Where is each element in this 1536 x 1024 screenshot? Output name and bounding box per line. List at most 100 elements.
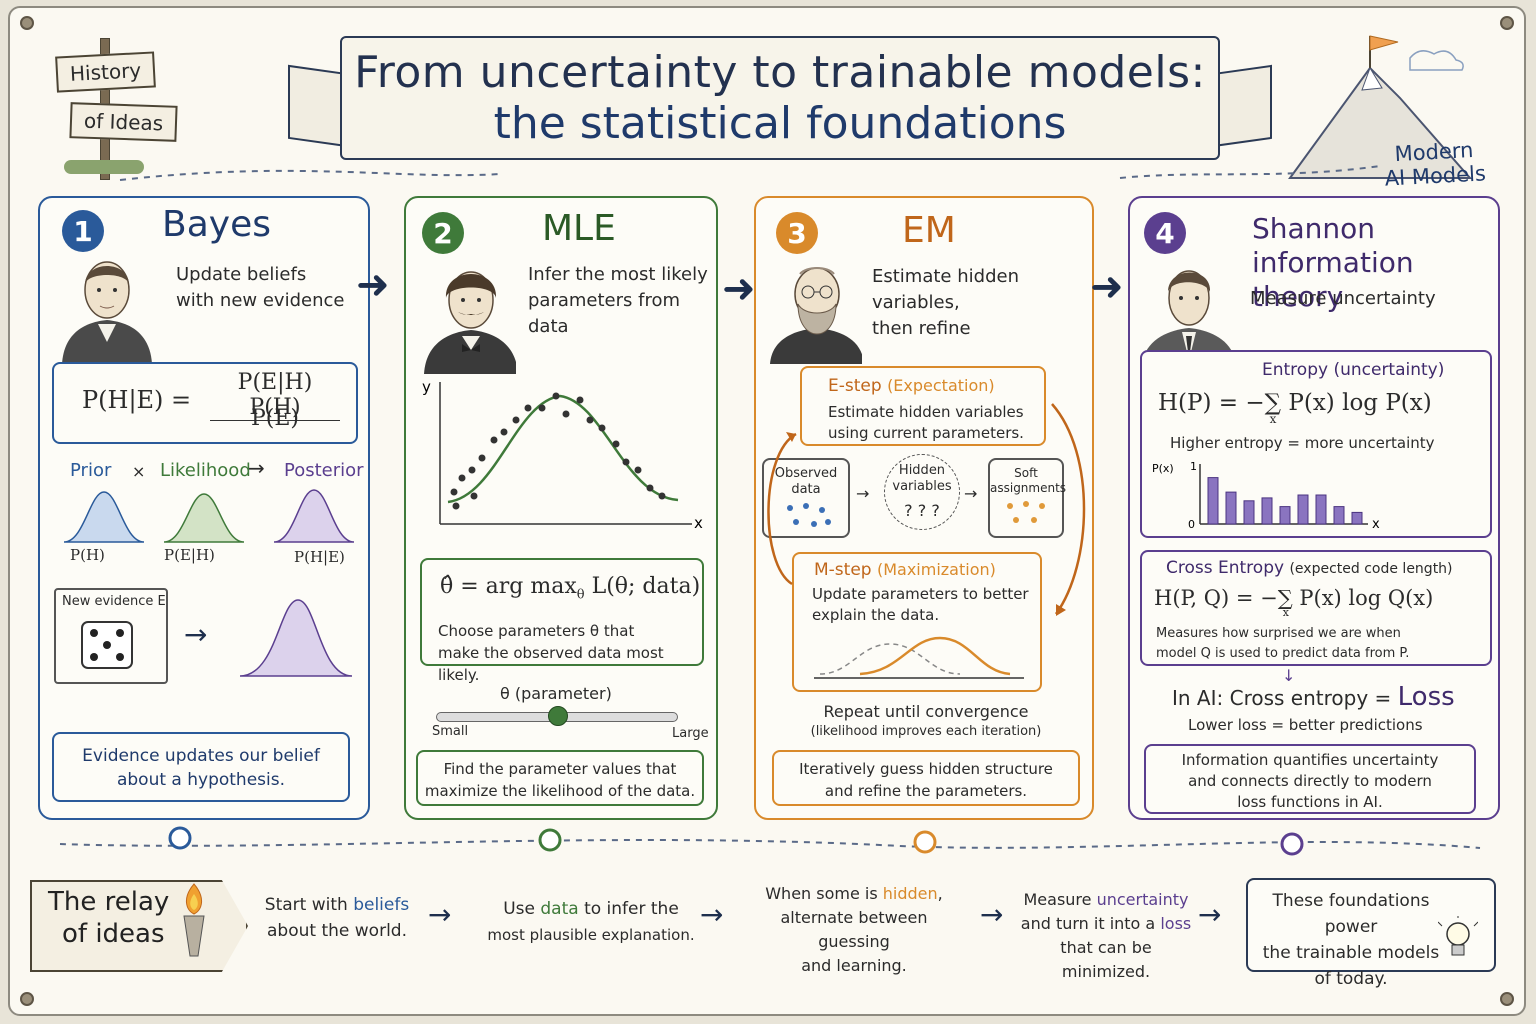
formula-rhs: P(x) log Q(x) — [1299, 586, 1434, 610]
chart-bar — [1351, 511, 1363, 525]
soft-line2: assignments — [990, 481, 1067, 495]
mstep-label: M-step — [814, 560, 872, 580]
entropy-note: Higher entropy = more uncertainty — [1170, 434, 1435, 452]
axis-y-label: y — [422, 378, 431, 396]
dashed-path-top — [119, 165, 1381, 181]
step3-line2: alternate between guessing — [780, 908, 928, 951]
relay-step-beliefs: Start with beliefs about the world. — [262, 892, 412, 944]
title-line2: information theory — [1252, 246, 1414, 313]
bayes-note: Evidence updates our belief about a hypo… — [52, 732, 350, 802]
desc-line1: Infer the most likely — [528, 264, 708, 285]
dice-icon — [81, 621, 133, 669]
arrow-icon: → — [428, 898, 452, 931]
prior-label: Prior — [70, 460, 112, 481]
arrow-icon: → — [700, 898, 724, 931]
chart-bar — [1261, 497, 1273, 525]
cross-entropy-box: Cross Entropy (expected code length) H(P… — [1140, 550, 1492, 666]
ce-title: Cross Entropy (expected code length) — [1166, 558, 1453, 578]
step3-highlight: hidden — [882, 884, 938, 903]
ai-loss: Loss — [1397, 682, 1455, 712]
step4-line3: that can be minimized. — [1060, 938, 1152, 981]
formula-numerator: P(E|H) P(H) — [210, 370, 340, 421]
relay-line2: of ideas — [62, 919, 165, 949]
ai-sub: Lower loss = better predictions — [1188, 716, 1423, 734]
step-number: 2 — [422, 212, 464, 254]
sign-history: History — [55, 51, 157, 93]
scatter-point — [490, 436, 498, 444]
step2-text: Use — [503, 899, 541, 919]
ce-note: Measures how surprised we are when model… — [1156, 624, 1409, 664]
new-evidence-box: New evidence E — [54, 588, 168, 684]
panel-mle: 2 MLE Infer the most likely parameters f… — [404, 196, 718, 820]
formula-lhs: H(P, Q) = − — [1154, 586, 1278, 610]
mstep-title: M-step (Maximization) — [814, 560, 996, 580]
step-number: 4 — [1144, 212, 1186, 254]
chart-bar — [1315, 494, 1327, 525]
arrow-icon: → — [856, 484, 870, 503]
step3-line3: and learning. — [801, 956, 907, 975]
scatter-point — [646, 484, 654, 492]
note-line2: and refine the parameters. — [824, 782, 1028, 800]
parameter-slider[interactable] — [436, 706, 678, 726]
hidden-line1: Hidden — [898, 463, 946, 478]
timeline-dot-mle — [538, 828, 562, 852]
final-line1: These foundations power — [1272, 891, 1430, 937]
note-line3: loss functions in AI. — [1237, 793, 1383, 811]
estep-label: E-step — [828, 376, 882, 396]
scatter-point — [622, 458, 630, 466]
panel-desc: Measure uncertainty — [1250, 288, 1436, 309]
corner-pin — [1500, 16, 1514, 30]
slider-label: θ (parameter) — [500, 684, 612, 703]
entropy-box: Entropy (uncertainty) H(P) = −∑x P(x) lo… — [1140, 350, 1492, 538]
relay-line1: The relay — [48, 887, 170, 917]
chart-bars — [1207, 477, 1363, 525]
ce-note-line2: model Q is used to predict data from P. — [1156, 646, 1410, 661]
step1-highlight: beliefs — [353, 895, 410, 915]
mstep-curves — [814, 636, 1024, 679]
scatter-point — [658, 492, 666, 500]
em-note: Iteratively guess hidden structure and r… — [772, 750, 1080, 806]
hidden-question-marks: ? ? ? — [904, 501, 940, 520]
final-line2: the trainable models — [1262, 943, 1440, 963]
estep-desc: Estimate hidden variables using current … — [828, 402, 1024, 444]
timeline — [59, 826, 1481, 856]
repeat-note: Repeat until convergence (likelihood imp… — [756, 702, 1096, 742]
chart-xlabel: x — [1372, 517, 1380, 532]
arrow-icon: → — [184, 618, 208, 651]
ai-loss-line: In AI: Cross entropy = Loss — [1172, 682, 1455, 712]
entropy-bar-chart: P(x) 1 0 x — [1152, 460, 1380, 532]
mstep-desc: Update parameters to better explain the … — [812, 584, 1029, 626]
step4-highlight: uncertainty — [1096, 890, 1189, 909]
soft-line1: Soft — [1014, 466, 1038, 480]
final-line3: of today. — [1314, 969, 1388, 989]
scatter-point — [452, 502, 460, 510]
slider-knob[interactable] — [548, 706, 568, 726]
timeline-dot-shannon — [1280, 832, 1304, 856]
step4-text: Measure — [1023, 890, 1097, 909]
scatter-point — [598, 424, 606, 432]
chart-ylabel: P(x) — [1152, 462, 1174, 475]
slider-min: Small — [432, 724, 469, 739]
panel-desc: Update beliefs with new evidence — [176, 262, 344, 314]
chart-bar — [1225, 491, 1237, 525]
formula-main: θ̂ = arg max — [440, 574, 577, 599]
observed-data-box: Observed data — [762, 458, 850, 538]
chart-bar — [1207, 477, 1219, 525]
title-line1: Shannon — [1252, 212, 1376, 245]
mstep-line2: explain the data. — [812, 606, 940, 624]
corner-pin — [20, 16, 34, 30]
arrow-icon: ➜ — [722, 266, 756, 312]
step1-line2: about the world. — [267, 921, 407, 941]
note-line1: Evidence updates our belief — [82, 746, 320, 766]
scatter-point — [538, 404, 546, 412]
panel-title: MLE — [542, 208, 616, 249]
relay-step-hidden: When some is hidden, alternate between g… — [744, 882, 964, 978]
title-banner: From uncertainty to trainable models: th… — [340, 36, 1220, 160]
scatter-point — [458, 474, 466, 482]
bayes-portrait — [62, 261, 152, 364]
torch-icon — [183, 883, 205, 957]
scatter-point — [470, 492, 478, 500]
chart-bar — [1297, 494, 1309, 525]
likelihood-sub: P(E|H) — [164, 546, 215, 564]
estep-line1: Estimate hidden variables — [828, 403, 1024, 421]
